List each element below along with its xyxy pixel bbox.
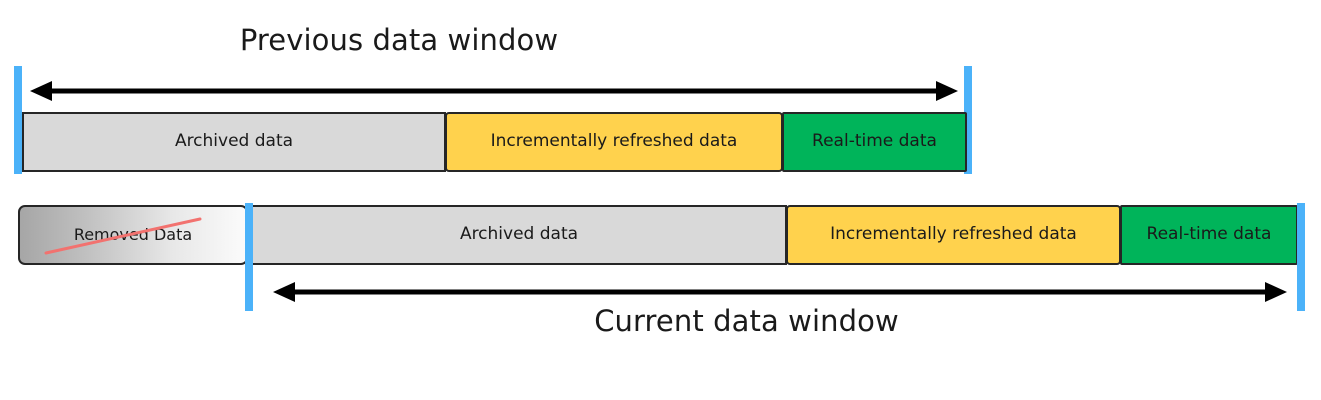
current-segment-realtime-label: Real-time data xyxy=(1146,224,1272,245)
current-segment-archived-label: Archived data xyxy=(459,224,579,245)
previous-data-window-title: Previous data window xyxy=(239,23,559,57)
current-window-right-boundary-marker xyxy=(1297,203,1305,311)
previous-window-right-boundary-marker xyxy=(964,66,972,174)
current-segment-incremental-label: Incrementally refreshed data xyxy=(830,224,1077,245)
previous-segment-realtime-label: Real-time data xyxy=(812,131,937,152)
previous-segment-incremental-label: Incrementally refreshed data xyxy=(490,131,738,152)
current-segment-removed-label: Removed Data xyxy=(73,225,193,244)
current-window-left-boundary-marker xyxy=(245,203,253,311)
current-segment-removed: Removed Data xyxy=(18,205,248,265)
current-segment-archived: Archived data xyxy=(251,205,787,265)
current-window-span-arrow xyxy=(273,282,1287,302)
previous-segment-archived-label: Archived data xyxy=(174,131,294,152)
current-segment-incremental: Incrementally refreshed data xyxy=(786,205,1121,265)
previous-segment-realtime: Real-time data xyxy=(782,112,967,172)
previous-segment-archived: Archived data xyxy=(22,112,446,172)
current-data-window-title: Current data window xyxy=(594,304,899,338)
previous-window-span-arrow xyxy=(30,81,958,101)
previous-window-left-boundary-marker xyxy=(14,66,22,174)
current-segment-realtime: Real-time data xyxy=(1120,205,1298,265)
previous-segment-incremental: Incrementally refreshed data xyxy=(445,112,783,172)
